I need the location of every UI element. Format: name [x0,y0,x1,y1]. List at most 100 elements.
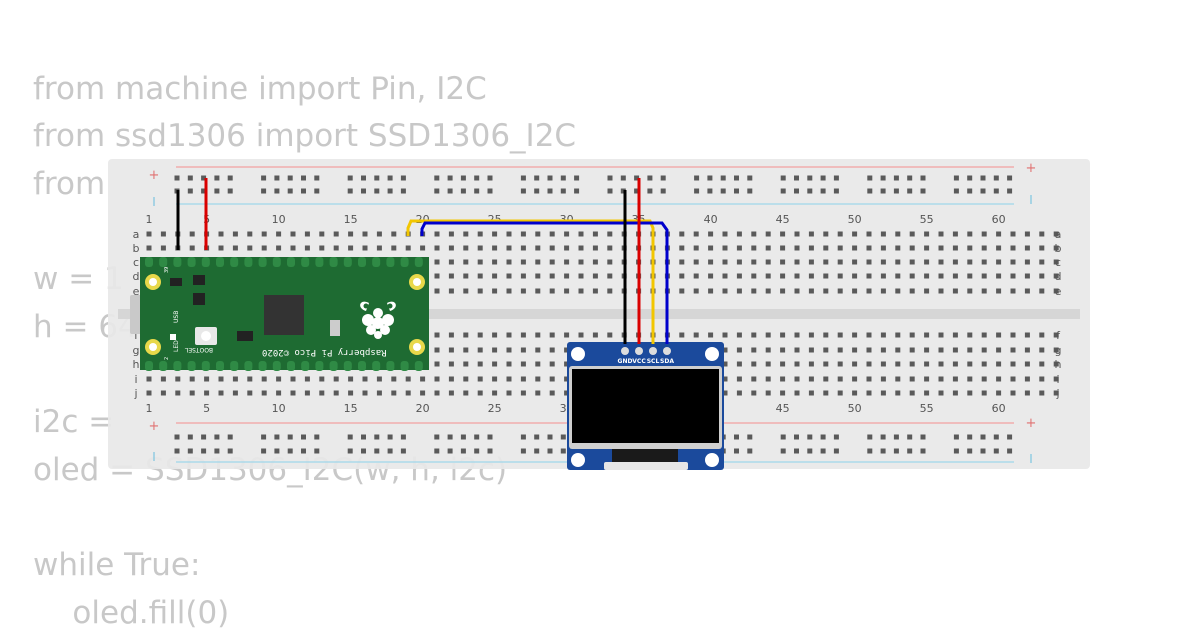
breadboard-hole[interactable] [808,231,814,237]
breadboard-hole[interactable] [952,376,958,382]
breadboard-hole[interactable] [534,188,540,194]
breadboard-hole[interactable] [463,231,469,237]
breadboard-hole[interactable] [187,175,193,181]
breadboard-hole[interactable] [837,259,843,265]
breadboard-hole[interactable] [400,448,406,454]
breadboard-hole[interactable] [247,376,253,382]
breadboard-hole[interactable] [333,390,339,396]
breadboard-hole[interactable] [880,188,886,194]
breadboard-hole[interactable] [780,273,786,279]
breadboard-hole[interactable] [547,434,553,440]
breadboard-hole[interactable] [837,361,843,367]
breadboard-hole[interactable] [734,175,739,181]
breadboard-hole[interactable] [895,347,901,353]
breadboard-hole[interactable] [794,434,799,440]
breadboard-hole[interactable] [564,361,570,367]
breadboard-hole[interactable] [866,259,872,265]
breadboard-hole[interactable] [967,273,973,279]
pico-pin-pad[interactable] [343,257,352,267]
breadboard-hole[interactable] [448,259,454,265]
breadboard-hole[interactable] [387,434,393,440]
breadboard-hole[interactable] [448,273,454,279]
breadboard-hole[interactable] [938,273,944,279]
breadboard-hole[interactable] [823,288,829,294]
breadboard-hole[interactable] [201,175,207,181]
breadboard-hole[interactable] [261,448,267,454]
breadboard-hole[interactable] [909,245,915,251]
breadboard-hole[interactable] [301,188,306,194]
breadboard-hole[interactable] [146,390,152,396]
pico-pin-pad[interactable] [315,361,324,371]
breadboard-hole[interactable] [907,175,913,181]
breadboard-hole[interactable] [967,332,973,338]
breadboard-hole[interactable] [535,332,541,338]
breadboard-hole[interactable] [592,288,598,294]
breadboard-hole[interactable] [823,332,829,338]
breadboard-hole[interactable] [794,361,800,367]
breadboard-hole[interactable] [420,376,426,382]
breadboard-hole[interactable] [981,288,987,294]
breadboard-hole[interactable] [1010,361,1016,367]
pico-pin-pad[interactable] [386,361,395,371]
breadboard-hole[interactable] [736,273,742,279]
breadboard-hole[interactable] [535,376,541,382]
pico-pin-pad[interactable] [244,257,253,267]
breadboard-hole[interactable] [823,390,829,396]
breadboard-hole[interactable] [866,245,872,251]
breadboard-hole[interactable] [549,332,555,338]
breadboard-hole[interactable] [434,188,440,194]
breadboard-hole[interactable] [953,175,959,181]
breadboard-hole[interactable] [405,376,411,382]
breadboard-hole[interactable] [708,245,714,251]
breadboard-hole[interactable] [880,273,886,279]
breadboard-hole[interactable] [175,376,181,382]
breadboard-hole[interactable] [160,231,166,237]
breadboard-hole[interactable] [492,376,498,382]
breadboard-hole[interactable] [1010,245,1016,251]
breadboard-hole[interactable] [276,390,282,396]
breadboard-hole[interactable] [808,376,814,382]
breadboard-hole[interactable] [448,231,454,237]
breadboard-hole[interactable] [174,175,180,181]
breadboard-hole[interactable] [564,390,570,396]
breadboard-hole[interactable] [1053,245,1059,251]
breadboard-hole[interactable] [794,376,800,382]
breadboard-hole[interactable] [434,175,440,181]
breadboard-hole[interactable] [204,376,210,382]
breadboard-hole[interactable] [924,273,930,279]
breadboard-hole[interactable] [693,288,699,294]
breadboard-hole[interactable] [520,390,526,396]
breadboard-hole[interactable] [549,273,555,279]
breadboard-hole[interactable] [146,376,152,382]
breadboard-hole[interactable] [434,259,440,265]
breadboard-hole[interactable] [547,188,553,194]
breadboard-hole[interactable] [620,188,626,194]
breadboard-hole[interactable] [837,376,843,382]
breadboard-hole[interactable] [1039,288,1045,294]
breadboard-hole[interactable] [506,347,512,353]
breadboard-hole[interactable] [314,434,320,440]
breadboard-hole[interactable] [866,390,872,396]
breadboard-hole[interactable] [1039,245,1045,251]
pico-pin-pad[interactable] [272,257,281,267]
breadboard-hole[interactable] [938,288,944,294]
oled-pin-scl[interactable] [649,347,657,355]
pico-pin-pad[interactable] [287,257,295,267]
breadboard-hole[interactable] [679,259,685,265]
breadboard-hole[interactable] [187,448,193,454]
breadboard-hole[interactable] [578,231,584,237]
breadboard-hole[interactable] [765,288,771,294]
breadboard-hole[interactable] [319,231,325,237]
pico-pin-pad[interactable] [329,361,338,371]
breadboard-hole[interactable] [319,376,325,382]
breadboard-hole[interactable] [405,390,411,396]
breadboard-hole[interactable] [996,332,1002,338]
breadboard-hole[interactable] [333,231,339,237]
breadboard-hole[interactable] [160,245,166,251]
breadboard-hole[interactable] [708,332,714,338]
breadboard-hole[interactable] [362,245,368,251]
breadboard-hole[interactable] [880,361,886,367]
breadboard-hole[interactable] [474,175,480,181]
pico-pin-pad[interactable] [201,257,210,267]
breadboard-hole[interactable] [261,231,267,237]
